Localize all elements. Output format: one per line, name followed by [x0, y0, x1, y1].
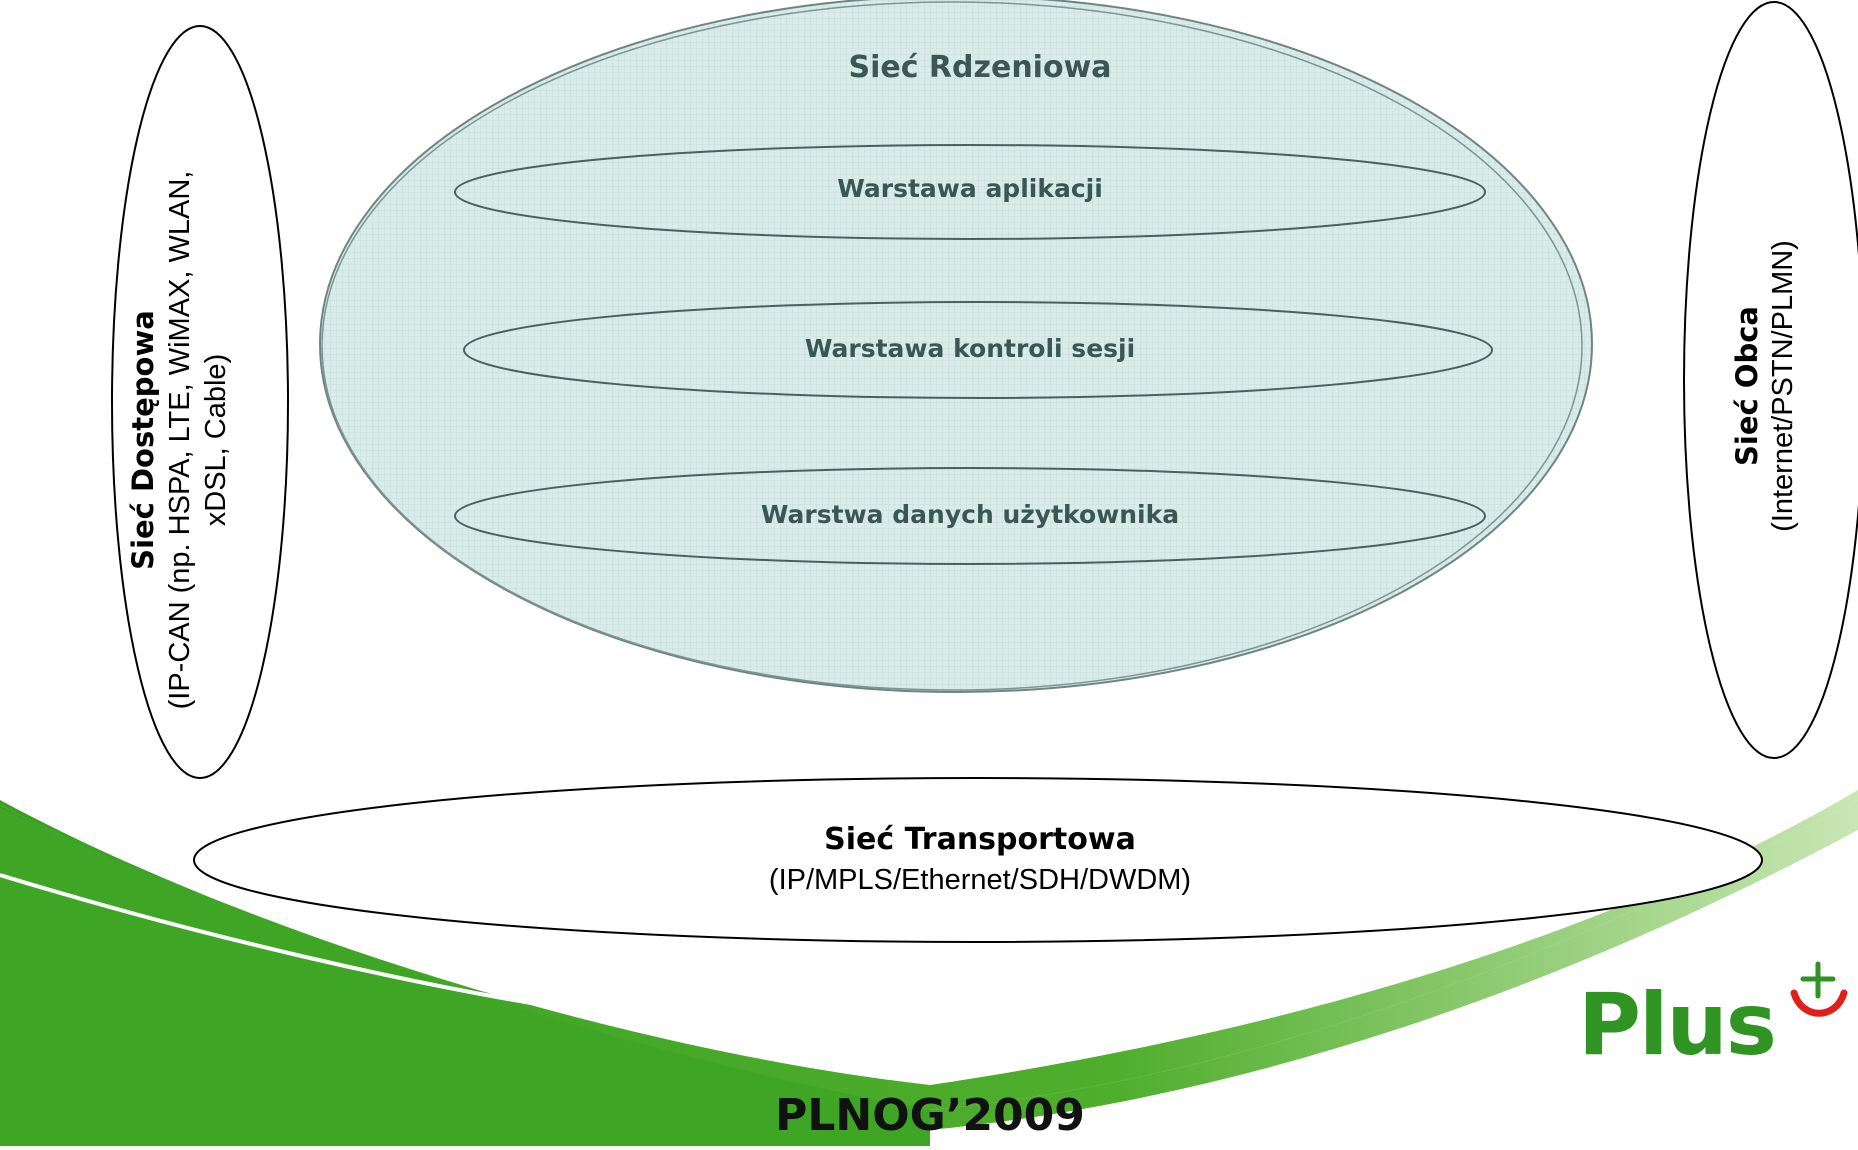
core-network-ellipse-outline: [321, 1, 1583, 691]
application-layer-label: Warstawa aplikacji: [837, 174, 1103, 203]
external-network-title: Sieć Obca: [1730, 306, 1764, 466]
external-network-subtitle: (Internet/PSTN/PLMN): [1767, 240, 1799, 532]
access-network-line1: (IP-CAN (np. HSPA, LTE, WiMAX, WLAN,: [164, 170, 196, 710]
layer-ellipse-application: [454, 144, 1486, 240]
plus-logo: Plus: [1578, 975, 1777, 1075]
transport-network-title: Sieć Transportowa: [824, 822, 1136, 857]
external-network-label: Sieć Obca (Internet/PSTN/PLMN): [1729, 106, 1819, 666]
access-network-ellipse: [111, 25, 289, 779]
transport-network-ellipse: [193, 777, 1763, 943]
user-data-layer-label: Warstwa danych użytkownika: [760, 500, 1180, 529]
access-network-line2: xDSL, Cable): [200, 353, 232, 527]
plus-logo-mark: [1790, 961, 1848, 1017]
access-network-label: Sieć Dostępowa (IP-CAN (np. HSPA, LTE, W…: [125, 90, 275, 790]
green-swoosh-left: [0, 808, 930, 1146]
core-network-title: Sieć Rdzeniowa: [848, 50, 1112, 85]
layer-ellipse-session-control: [463, 301, 1493, 399]
session-control-layer-label: Warstawa kontroli sesji: [804, 334, 1136, 363]
swoosh-white-line: [0, 873, 641, 1022]
access-network-title: Sieć Dostępowa: [126, 310, 160, 570]
external-network-ellipse: [1683, 1, 1858, 759]
transport-network-subtitle: (IP/MPLS/Ethernet/SDH/DWDM): [768, 864, 1192, 896]
layer-ellipse-user-data: [454, 467, 1486, 565]
core-network-ellipse: [319, 0, 1593, 693]
event-footer: PLNOG’2009: [775, 1090, 1085, 1141]
